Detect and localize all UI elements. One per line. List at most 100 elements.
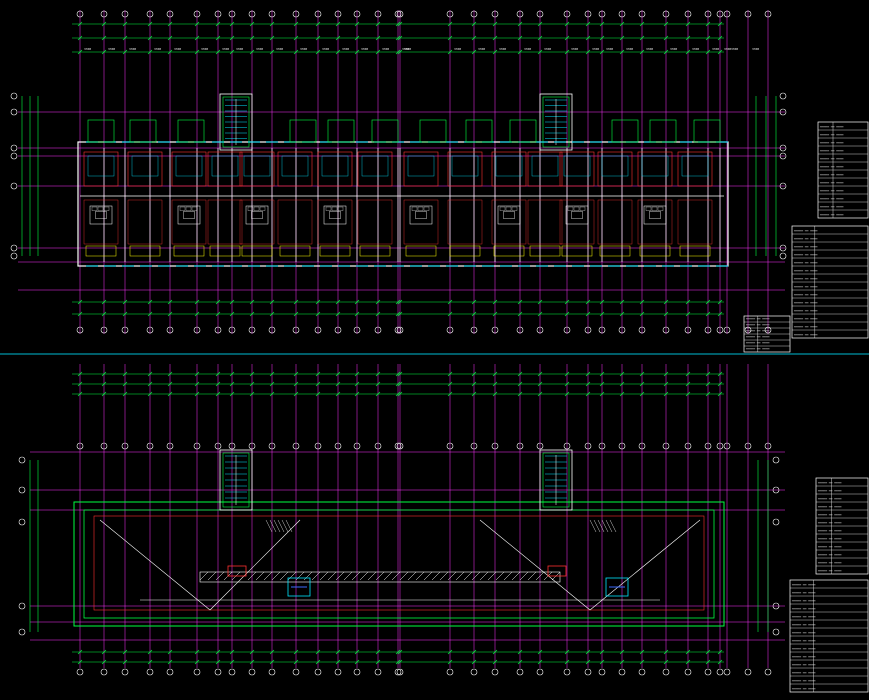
dimension-tick: [619, 49, 625, 55]
axis-bubble-icon: [779, 108, 787, 116]
dimension-tick: [229, 659, 235, 665]
table-cell-text: ━━━━━ ━━ ━━━━: [791, 631, 816, 635]
bay-window: [611, 119, 639, 143]
cushion: [185, 206, 192, 211]
dimension-tick: [639, 311, 645, 317]
dimension-tick: [599, 35, 605, 41]
wardrobe: [563, 155, 591, 177]
axis-bubble-icon: [121, 10, 129, 18]
dimension-tick: [705, 35, 711, 41]
dimension-tick: [147, 649, 153, 655]
dimension-tick: [167, 659, 173, 665]
cushion: [253, 206, 260, 211]
dimension-tick: [685, 649, 691, 655]
furniture-block-icon: [323, 205, 347, 225]
bay-window: [509, 119, 537, 143]
axis-bubble-icon: [723, 326, 731, 334]
bedroom: [83, 151, 119, 187]
dimension-text: 3300: [342, 47, 349, 51]
dimension-tick: [599, 391, 605, 397]
dimension-tick: [101, 311, 107, 317]
dimension-tick: [564, 649, 570, 655]
dimension-tick: [269, 649, 275, 655]
table-cell-text: ━━━━━ ━━ ━━━━: [817, 529, 842, 533]
axis-bubble-icon: [353, 10, 361, 18]
axis-bubble-icon: [638, 10, 646, 18]
sofa: [409, 205, 433, 225]
dimension-tick: [585, 381, 591, 387]
table-cell-text: ━━━━━ ━━ ━━━━: [791, 591, 816, 595]
bedroom: [127, 151, 163, 187]
axis-bubble-icon: [100, 668, 108, 676]
dimension-tick: [249, 371, 255, 377]
axis-bubble-icon: [618, 10, 626, 18]
table-cell-text: ━━━━━ ━━ ━━━━: [819, 157, 844, 161]
dimension-tick: [585, 659, 591, 665]
dimension-tick: [492, 659, 498, 665]
dimension-tick: [335, 391, 341, 397]
sofa: [323, 205, 347, 225]
dimension-tick: [585, 35, 591, 41]
dimension-tick: [147, 659, 153, 665]
axis-bubble-icon: [723, 442, 731, 450]
dimension-tick: [229, 371, 235, 377]
axis-bubble-icon: [396, 668, 404, 676]
table-cell-text: ━━━━━ ━━ ━━━━: [817, 505, 842, 509]
balcony: [319, 245, 351, 257]
dimension-text: 3300: [571, 47, 578, 51]
dimension-tick: [147, 311, 153, 317]
dimension-tick: [492, 35, 498, 41]
dimension-tick: [585, 391, 591, 397]
dimension-text: 3300: [300, 47, 307, 51]
balcony: [449, 245, 481, 257]
dimension-tick: [315, 299, 321, 305]
axis-bubble-icon: [446, 10, 454, 18]
dimension-tick: [354, 311, 360, 317]
dimension-tick: [215, 381, 221, 387]
table-cell-text: ━━━━━ ━━ ━━━━: [817, 561, 842, 565]
hatch-line: [311, 571, 321, 581]
dimension-tick: [447, 649, 453, 655]
axis-bubble-icon: [268, 10, 276, 18]
bedroom: [677, 151, 713, 187]
axis-bubble-icon: [248, 442, 256, 450]
bedroom: [171, 151, 207, 187]
axis-bubble-icon: [292, 442, 300, 450]
table-cell-text: ━━━━━ ━━ ━━━━: [793, 325, 818, 329]
parapet-outer: [73, 501, 725, 627]
axis-bubble-icon: [516, 668, 524, 676]
door-window-schedule-bottom: ━━━━━ ━━ ━━━━━━━━━ ━━ ━━━━━━━━━ ━━ ━━━━━…: [815, 477, 869, 575]
axis-bubble-icon: [744, 10, 752, 18]
dimension-tick: [101, 35, 107, 41]
table-cell-text: ━━━━━ ━━ ━━━━: [791, 623, 816, 627]
dimension-tick: [167, 49, 173, 55]
table-cell-text: ━━━━━ ━━ ━━━━: [793, 317, 818, 321]
dimension-tick: [167, 299, 173, 305]
axis-bubble-icon: [716, 668, 724, 676]
dimension-tick: [354, 381, 360, 387]
dimension-tick: [717, 35, 723, 41]
bedroom: [207, 151, 243, 187]
axis-bubble-icon: [353, 326, 361, 334]
dimension-tick: [517, 381, 523, 387]
wardrobe: [281, 155, 309, 177]
dimension-tick: [269, 35, 275, 41]
dimension-tick: [335, 381, 341, 387]
dimension-tick: [717, 659, 723, 665]
axis-bubble-icon: [772, 456, 780, 464]
dimension-tick: [229, 311, 235, 317]
design-notes-top: ━━━━━ ━━ ━━━━━━━━━ ━━ ━━━━━━━━━ ━━ ━━━━━…: [791, 225, 869, 339]
sofa: [565, 205, 589, 225]
dimension-tick: [77, 35, 83, 41]
dimension-tick: [537, 381, 543, 387]
ramp-line: [597, 519, 605, 533]
dimension-tick: [101, 381, 107, 387]
dimension-tick: [447, 299, 453, 305]
axis-bubble-icon: [10, 252, 18, 260]
dimension-tick: [194, 659, 200, 665]
table: [415, 211, 427, 219]
living-room: [127, 199, 163, 245]
dimension-tick: [122, 381, 128, 387]
dimension-tick: [293, 35, 299, 41]
axis-bubble-icon: [374, 10, 382, 18]
